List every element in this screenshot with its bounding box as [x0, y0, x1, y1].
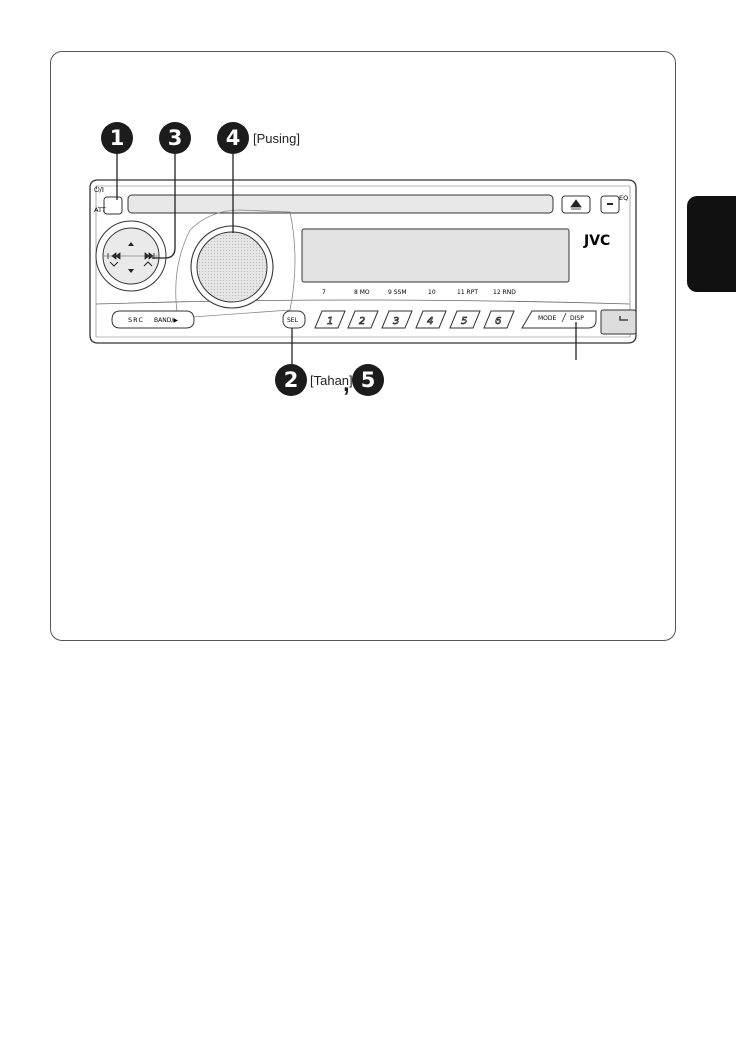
- callout-4: 4: [217, 122, 249, 154]
- preset-number-6: 6: [495, 316, 501, 327]
- src-band-button[interactable]: [112, 311, 194, 328]
- mode-disp-button[interactable]: [522, 311, 596, 328]
- preset-label-11: 11 RPT: [457, 289, 478, 296]
- power-att-button[interactable]: [104, 197, 122, 214]
- preset-number-1: 1: [327, 316, 333, 327]
- brand-logo: JVC: [583, 233, 610, 249]
- callout-3: 3: [159, 122, 191, 154]
- preset-label-7: 7: [322, 289, 326, 296]
- preset-number-2: 2: [359, 316, 365, 327]
- control-dial[interactable]: [197, 232, 267, 302]
- detach-button[interactable]: [601, 310, 636, 334]
- preset-label-12: 12 RND: [493, 289, 516, 296]
- preset-label-9: 9 SSM: [388, 289, 407, 296]
- preset-label-8: 8 MO: [354, 289, 370, 296]
- preset-number-4: 4: [427, 316, 433, 327]
- note-pusing: [Pusing]: [253, 131, 300, 146]
- preset-label-10: 10: [428, 289, 436, 296]
- att-label: ATT: [94, 206, 106, 214]
- eq-label: EQ: [619, 194, 628, 202]
- disp-label: DISP: [570, 315, 584, 322]
- sel-label: SEL: [287, 317, 299, 324]
- preset-number-5: 5: [461, 316, 467, 327]
- band-label: BAND/▶: [154, 317, 178, 324]
- lcd-display: [302, 229, 569, 282]
- power-label: ⏻/I: [94, 186, 104, 194]
- callout-2: 2: [275, 364, 307, 396]
- mode-label: MODE: [538, 315, 557, 322]
- preset-number-3: 3: [393, 316, 399, 327]
- callout-1: 1: [101, 122, 133, 154]
- comma-separator: ,: [343, 370, 350, 398]
- src-label: SRC: [128, 316, 144, 324]
- callout-5: 5: [352, 364, 384, 396]
- cd-slot: [128, 195, 553, 213]
